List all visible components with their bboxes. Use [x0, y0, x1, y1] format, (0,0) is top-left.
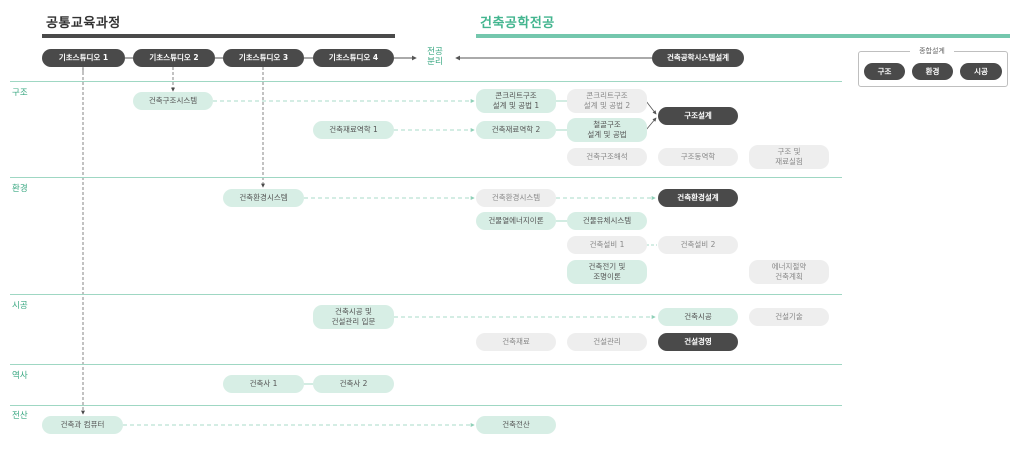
course-environment-system[interactable]: 건축환경시스템 [223, 189, 304, 207]
section-label-structure: 구조 [12, 88, 28, 98]
legend-structure[interactable]: 구조 [864, 63, 905, 80]
course-steel-line1: 철골구조 [593, 120, 621, 129]
divider-construction [10, 294, 842, 295]
course-construction-management[interactable]: 건설관리 [567, 333, 647, 351]
course-construction-intro-line2: 건설관리 입문 [331, 317, 376, 326]
course-electric-line2: 조명이론 [593, 272, 621, 281]
major-split-label: 전공 분리 [421, 47, 449, 67]
course-construction-intro[interactable]: 건축시공 및 건설관리 입문 [313, 305, 394, 329]
course-equipment-2[interactable]: 건축설비 2 [658, 236, 738, 254]
course-material-mechanics-1[interactable]: 건축재료역학 1 [313, 121, 394, 139]
divider-environment [10, 177, 842, 178]
course-structure-lab-line2: 재료실험 [775, 157, 803, 166]
common-curriculum-title: 공통교육과정 [46, 16, 121, 31]
legend-environment[interactable]: 환경 [912, 63, 953, 80]
course-concrete-1[interactable]: 콘크리트구조 설계 및 공법 1 [476, 89, 556, 113]
course-building-energy[interactable]: 건물열에너지이론 [476, 212, 556, 230]
major-split-line-2: 분리 [427, 57, 443, 67]
studio-1[interactable]: 기초스튜디오 1 [42, 49, 125, 67]
section-label-construction: 시공 [12, 301, 28, 311]
course-history-2[interactable]: 건축사 2 [313, 375, 394, 393]
course-construction-tech[interactable]: 건설기술 [749, 308, 829, 326]
course-structural-analysis[interactable]: 건축구조해석 [567, 148, 647, 166]
major-title: 건축공학전공 [480, 16, 555, 31]
course-steel-line2: 설계 및 공법 [587, 130, 627, 139]
course-structural-dynamics[interactable]: 구조동역학 [658, 148, 738, 166]
course-concrete-1-line2: 설계 및 공법 1 [492, 101, 540, 110]
course-construction-intro-line1: 건축시공 및 [335, 307, 372, 316]
studio-3[interactable]: 기초스튜디오 3 [223, 49, 304, 67]
major-bar [476, 34, 1010, 38]
course-environment-design[interactable]: 건축환경설계 [658, 189, 738, 207]
course-material-mechanics-2[interactable]: 건축재료역학 2 [476, 121, 556, 139]
course-energy-plan-line2: 건축계획 [775, 272, 803, 281]
course-structure-lab[interactable]: 구조 및 재료실험 [749, 145, 829, 169]
major-split-line-1: 전공 [427, 47, 443, 57]
course-structure-lab-line1: 구조 및 [777, 147, 801, 156]
section-label-computing: 전산 [12, 411, 28, 421]
course-history-1[interactable]: 건축사 1 [223, 375, 304, 393]
course-environment-system-2[interactable]: 건축환경시스템 [476, 189, 556, 207]
course-energy-plan-line1: 에너지절약 [771, 262, 807, 271]
course-equipment-1[interactable]: 건축설비 1 [567, 236, 647, 254]
major-system-design[interactable]: 건축공학시스템설계 [652, 49, 744, 67]
course-concrete-2-line2: 설계 및 공법 2 [583, 101, 631, 110]
course-steel-structure[interactable]: 철골구조 설계 및 공법 [567, 118, 647, 142]
course-construction-business[interactable]: 건설경영 [658, 333, 738, 351]
course-building-materials[interactable]: 건축재료 [476, 333, 556, 351]
course-structural-design[interactable]: 구조설계 [658, 107, 738, 125]
common-curriculum-bar [42, 34, 395, 38]
divider-history [10, 364, 842, 365]
course-building-construction[interactable]: 건축시공 [658, 308, 738, 326]
section-label-history: 역사 [12, 371, 28, 381]
course-concrete-1-line1: 콘크리트구조 [495, 91, 537, 100]
course-concrete-2-line1: 콘크리트구조 [586, 91, 628, 100]
divider-structure [10, 81, 842, 82]
course-electric-lighting[interactable]: 건축전기 및 조명이론 [567, 260, 647, 284]
divider-computing [10, 405, 842, 406]
course-architecture-computing[interactable]: 건축전산 [476, 416, 556, 434]
course-energy-planning[interactable]: 에너지절약 건축계획 [749, 260, 829, 284]
legend-construction[interactable]: 시공 [960, 63, 1002, 80]
studio-2[interactable]: 기초스튜디오 2 [133, 49, 215, 67]
course-structural-system[interactable]: 건축구조시스템 [133, 92, 213, 110]
studio-4[interactable]: 기초스튜디오 4 [313, 49, 394, 67]
course-fluid-system[interactable]: 건물유체시스템 [567, 212, 647, 230]
course-electric-line1: 건축전기 및 [588, 262, 626, 271]
course-architecture-computer[interactable]: 건축과 컴퓨터 [42, 416, 123, 434]
course-concrete-2[interactable]: 콘크리트구조 설계 및 공법 2 [567, 89, 647, 113]
section-label-environment: 환경 [12, 184, 28, 194]
legend-title: 종합설계 [910, 46, 954, 56]
